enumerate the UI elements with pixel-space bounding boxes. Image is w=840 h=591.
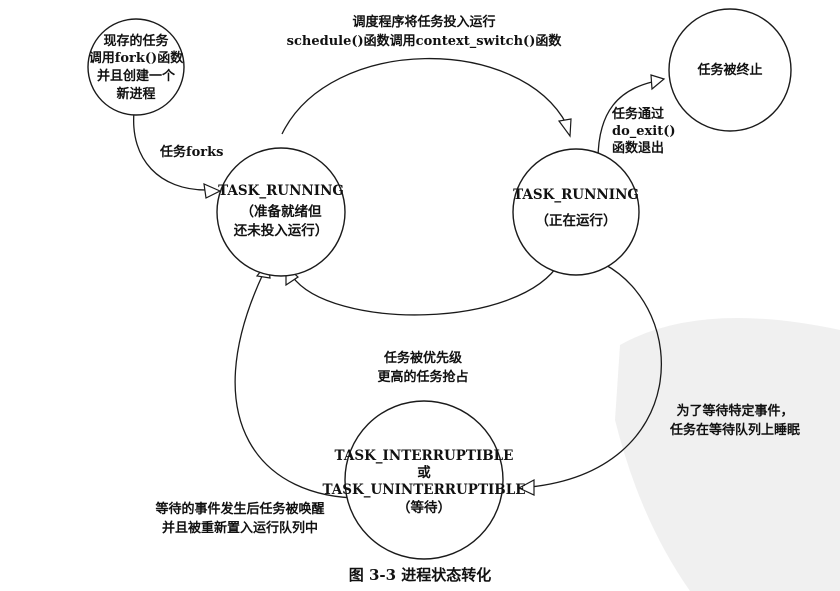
node-running-line: TASK_RUNNING — [513, 187, 639, 203]
edge-exit-line: 任务通过 — [611, 106, 664, 122]
node-waiting-line: 或 — [417, 464, 431, 481]
edge-forks-label: 任务forks — [159, 144, 223, 160]
node-fork-task — [87, 18, 185, 116]
node-waiting-label: TASK_INTERRUPTIBLE 或 TASK_UNINTERRUPTIBL… — [322, 448, 525, 516]
node-ready — [216, 147, 346, 277]
edge-exit-label: 任务通过 do_exit() 函数退出 — [611, 106, 676, 156]
edge-sleep-line: 任务在等待队列上睡眠 — [669, 422, 800, 438]
node-fork-task-line: 现存的任务 — [103, 33, 169, 49]
node-fork-task-line: 调用fork()函数 — [89, 50, 184, 66]
node-fork-task-line: 新进程 — [116, 86, 155, 102]
edge-schedule — [281, 57, 568, 135]
seal-watermark — [615, 318, 840, 591]
edge-wake-line: 等待的事件发生后任务被唤醒 — [154, 501, 324, 517]
node-terminated — [668, 8, 792, 132]
edge-wake-line: 并且被重新置入运行队列中 — [162, 520, 318, 536]
edge-exit-line: do_exit() — [612, 124, 676, 139]
edge-forks — [133, 111, 207, 191]
edge-preempt-line: 更高的任务抢占 — [377, 369, 468, 385]
edge-preempt-label: 任务被优先级 更高的任务抢占 — [377, 350, 468, 385]
node-running-line: （正在运行） — [536, 212, 617, 229]
node-running-label: TASK_RUNNING （正在运行） — [513, 187, 639, 229]
node-fork-task-label: 现存的任务 调用fork()函数 并且创建一个 新进程 — [89, 33, 184, 102]
edge-wake-label: 等待的事件发生后任务被唤醒 并且被重新置入运行队列中 — [154, 501, 324, 536]
edge-schedule-label: 调度程序将任务投入运行 schedule()函数调用context_switch… — [287, 14, 563, 49]
edge-forks-arrowhead — [203, 183, 222, 199]
edge-exit-line: 函数退出 — [612, 140, 664, 156]
edge-sleep-label: 为了等待特定事件， 任务在等待队列上睡眠 — [669, 403, 800, 438]
edge-schedule-arrowhead — [557, 118, 572, 138]
node-ready-line: 还未投入运行） — [233, 222, 329, 239]
edge-schedule-line: 调度程序将任务投入运行 — [352, 14, 495, 30]
edge-exit — [597, 81, 653, 161]
node-terminated-label: 任务被终止 — [696, 62, 762, 78]
node-waiting-line: TASK_INTERRUPTIBLE — [335, 448, 514, 464]
node-ready-label: TASK_RUNNING （准备就绪但 还未投入运行） — [218, 183, 344, 239]
edge-sleep-arrowhead — [517, 479, 535, 496]
edge-preempt — [291, 261, 561, 316]
node-ready-line: TASK_RUNNING — [218, 183, 344, 199]
edge-sleep — [529, 263, 663, 488]
node-waiting — [344, 400, 504, 560]
node-waiting-line: （等待） — [397, 499, 451, 516]
edge-sleep-line: 为了等待特定事件， — [676, 403, 793, 419]
edge-schedule-line: schedule()函数调用context_switch()函数 — [287, 33, 563, 49]
node-ready-line: （准备就绪但 — [241, 203, 322, 220]
node-fork-task-line: 并且创建一个 — [97, 68, 176, 84]
figure-caption: 图 3-3 进程状态转化 — [349, 566, 492, 584]
edge-preempt-line: 任务被优先级 — [383, 350, 463, 366]
node-running — [512, 148, 640, 276]
edge-exit-arrowhead — [650, 74, 666, 91]
node-waiting-line: TASK_UNINTERRUPTIBLE — [322, 482, 525, 498]
edge-wake — [234, 273, 366, 499]
